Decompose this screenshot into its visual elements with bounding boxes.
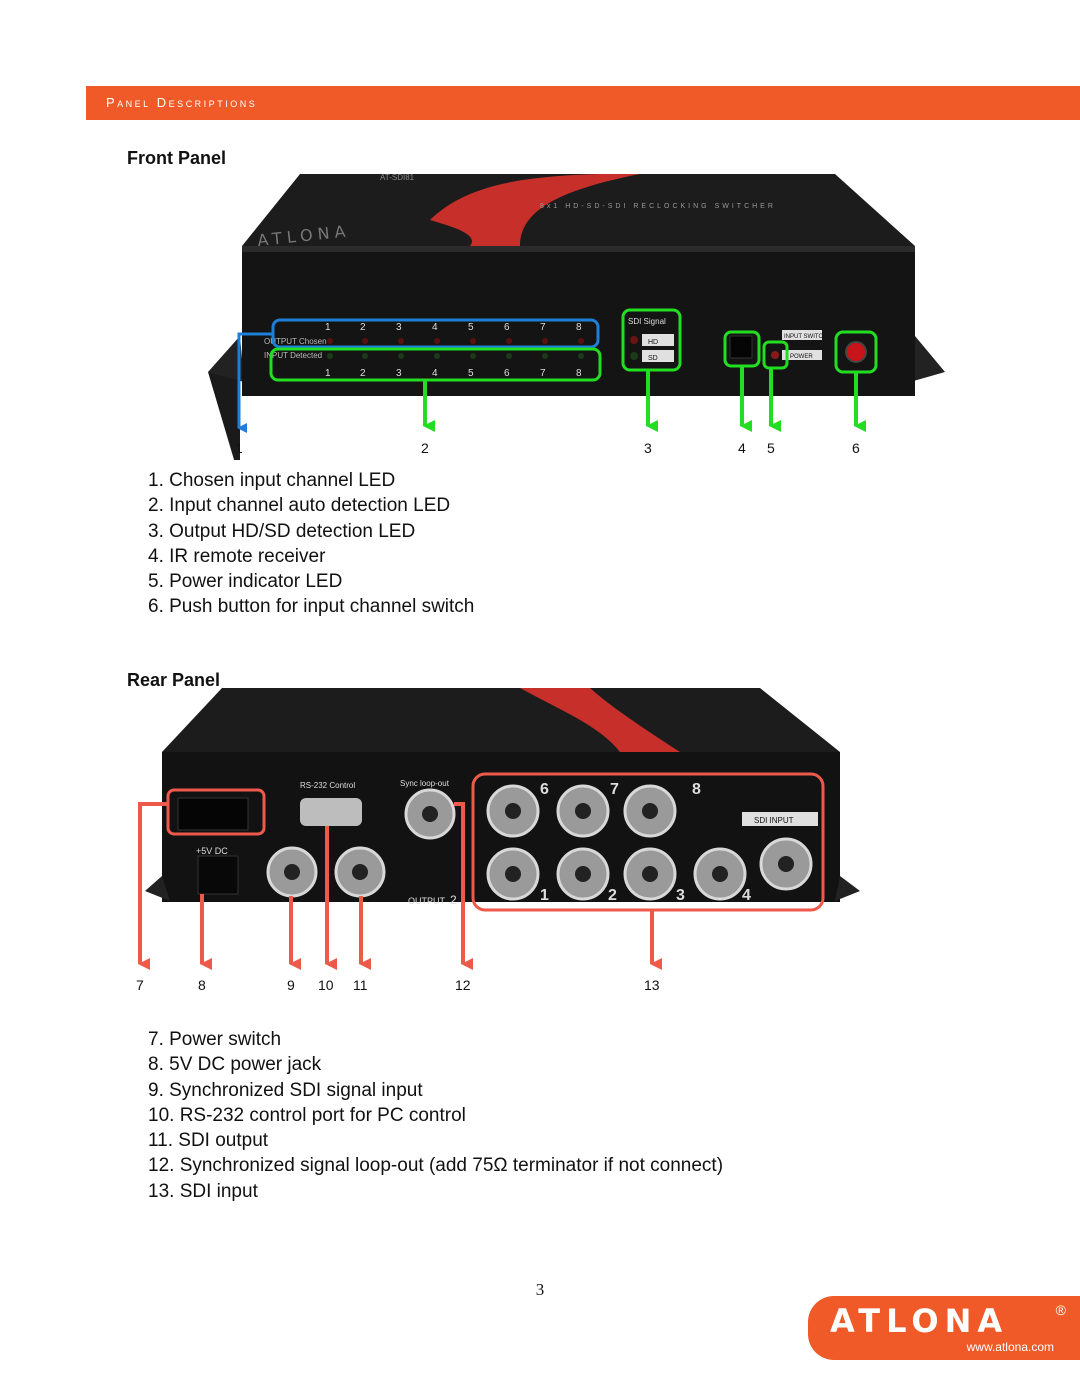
dc-label: +5V DC (196, 846, 228, 856)
front-panel-figure: AT-SDI81 8x1 HD-SD-SDI RECLOCKING SWITCH… (208, 173, 945, 460)
channel-number: 5 (468, 322, 474, 333)
rear-panel-figure: RS-232 Control Sync loop-out +5V DC OUTP… (138, 688, 860, 970)
callout-12: 12 (455, 977, 471, 993)
input-switch-label: INPUT SWITCH (784, 334, 827, 340)
front-panel-list: 1. Chosen input channel LED 2. Input cha… (148, 468, 474, 620)
channel-number: 7 (540, 368, 546, 379)
sd-label: SD (648, 355, 658, 362)
output-number: 2 (450, 893, 457, 907)
sync-loop-label: Sync loop-out (400, 779, 450, 788)
list-item: 9. Synchronized SDI signal input (148, 1079, 423, 1101)
input-number: 3 (676, 887, 685, 904)
list-item: 7. Power switch (148, 1029, 282, 1050)
front-subtitle-text: 8x1 HD-SD-SDI RECLOCKING SWITCHER (540, 203, 776, 210)
front-channel-numbers: 1 2 3 4 5 6 7 8 1 2 3 4 5 6 7 8 (325, 322, 582, 379)
channel-number: 1 (325, 322, 331, 333)
channel-number: 8 (576, 322, 582, 333)
channel-number: 7 (540, 322, 546, 333)
list-item: 13. SDI input (148, 1180, 258, 1202)
channel-number: 2 (360, 368, 366, 379)
input-detected-label: INPUT Detected (264, 351, 322, 360)
input-number: 4 (742, 887, 751, 904)
callout-5: 5 (767, 440, 775, 456)
highlight-box-5 (762, 340, 789, 370)
list-item: 12. Synchronized signal loop-out (add 75… (148, 1155, 724, 1177)
input-number: 7 (610, 781, 619, 798)
callout-1: 1 (235, 440, 243, 456)
led-rows (327, 338, 584, 359)
callout-8: 8 (198, 977, 206, 993)
list-item: 6. Push button for input channel switch (148, 596, 475, 618)
atlona-logo: ATLONA ® www.atlona.com (808, 1296, 1080, 1360)
callout-9: 9 (287, 977, 295, 993)
callout-7: 7 (136, 977, 144, 993)
channel-number: 4 (432, 368, 438, 379)
rear-panel-list: 7. Power switch 8. 5V DC power jack 9. S… (148, 1027, 723, 1204)
section-banner: Panel Descriptions (86, 86, 1080, 120)
rear-panel-heading: Rear Panel (127, 670, 221, 690)
front-model-text: AT-SDI81 (380, 173, 415, 182)
list-item: 11. SDI output (148, 1130, 269, 1152)
power-led (771, 351, 779, 359)
power-label: POWER (790, 354, 813, 360)
channel-number: 4 (432, 322, 438, 333)
callout-11: 11 (353, 977, 368, 993)
callout-2: 2 (421, 440, 429, 456)
callout-4: 4 (738, 440, 746, 456)
logo-url: www.atlona.com (966, 1340, 1054, 1354)
list-item: 5. Power indicator LED (148, 571, 343, 593)
arrow-12 (454, 802, 473, 970)
highlight-box-2 (269, 347, 602, 382)
channel-number: 8 (576, 368, 582, 379)
arrow-1 (237, 332, 273, 433)
highlight-box-13 (471, 772, 825, 912)
output-label: OUTPUT (408, 896, 446, 906)
input-number: 8 (692, 781, 701, 798)
rs232-port (300, 798, 362, 826)
hd-label: HD (648, 339, 658, 346)
callout-10: 10 (318, 977, 334, 993)
list-item: 2. Input channel auto detection LED (148, 495, 451, 517)
input-number: 2 (608, 887, 617, 904)
logo-brand: ATLONA (830, 1302, 1009, 1340)
list-item: 4. IR remote receiver (148, 545, 326, 567)
registered-mark: ® (1055, 1302, 1066, 1318)
channel-number: 1 (325, 368, 331, 379)
rs232-label: RS-232 Control (300, 781, 355, 790)
list-item: 8. 5V DC power jack (148, 1054, 322, 1076)
callout-6: 6 (852, 440, 860, 456)
channel-number: 2 (360, 322, 366, 333)
front-device (208, 174, 945, 460)
channel-number: 5 (468, 368, 474, 379)
arrow-7 (138, 802, 168, 970)
power-switch (177, 797, 249, 831)
callout-13: 13 (644, 977, 660, 993)
channel-number: 6 (504, 322, 510, 333)
sdi-signal-label: SDI Signal (628, 317, 666, 326)
callout-3: 3 (644, 440, 652, 456)
output-chosen-label: OUTPUT Chosen (264, 337, 327, 346)
sdi-input-label: SDI INPUT (754, 816, 794, 825)
list-item: 1. Chosen input channel LED (148, 470, 396, 491)
list-item: 3. Output HD/SD detection LED (148, 520, 416, 542)
input-number: 6 (540, 781, 549, 798)
sd-led (630, 352, 638, 360)
dc-jack (197, 855, 239, 895)
hd-led (630, 336, 638, 344)
highlight-box-3 (621, 308, 682, 372)
page-number: 3 (535, 1280, 545, 1299)
channel-number: 3 (396, 368, 402, 379)
switch-push-button (845, 341, 867, 363)
ir-receiver (729, 335, 753, 359)
input-number: 1 (540, 887, 549, 904)
channel-number: 6 (504, 368, 510, 379)
list-item: 10. RS-232 control port for PC control (148, 1104, 466, 1126)
highlight-box-7 (166, 788, 266, 836)
section-title: Panel Descriptions (106, 95, 258, 110)
front-panel-heading: Front Panel (127, 148, 227, 168)
channel-number: 3 (396, 322, 402, 333)
